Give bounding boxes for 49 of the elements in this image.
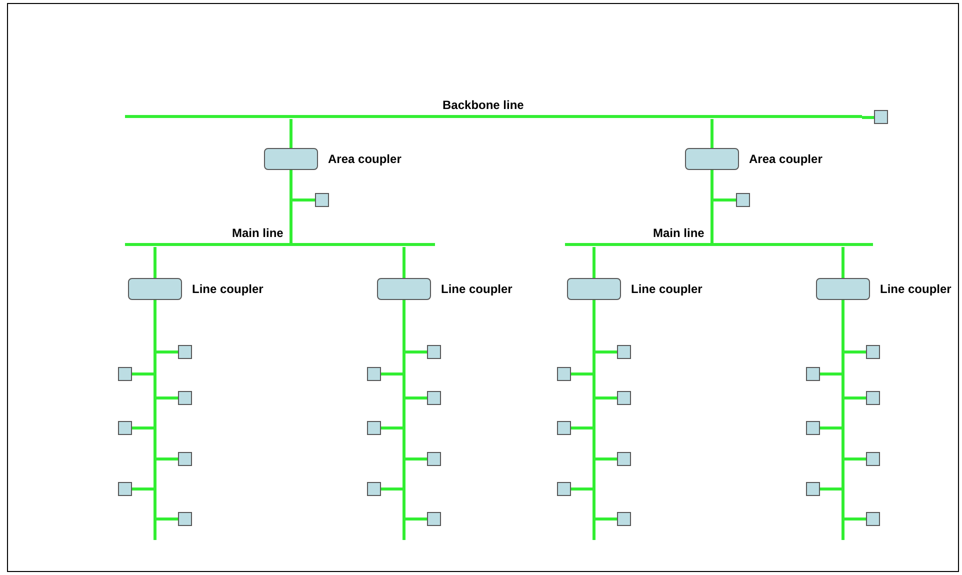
device-box [427, 512, 441, 526]
device-box [557, 482, 571, 496]
device-box [427, 391, 441, 405]
coupler-label: Area coupler [749, 152, 822, 166]
device-box [118, 482, 132, 496]
device-box [806, 367, 820, 381]
device-box [874, 110, 888, 124]
bus-connector [592, 247, 596, 278]
device-box [866, 512, 880, 526]
device-box [806, 482, 820, 496]
device-box [178, 391, 192, 405]
device-box [617, 512, 631, 526]
device-box [557, 367, 571, 381]
device-box [315, 193, 329, 207]
device-box [736, 193, 750, 207]
device-box [866, 452, 880, 466]
coupler-label: Area coupler [328, 152, 402, 166]
device-box [367, 482, 381, 496]
bus-connector [710, 198, 736, 244]
device-box [118, 421, 132, 435]
bus-connector [862, 116, 874, 119]
coupler-label: Line coupler [192, 282, 264, 296]
bus-connector [842, 247, 844, 278]
device-box [866, 391, 880, 405]
device-box [427, 345, 441, 359]
coupler-label: Line coupler [631, 282, 702, 296]
line-label: Main line [232, 226, 284, 240]
device-box [617, 452, 631, 466]
bus-connector [290, 119, 292, 148]
device-box [617, 345, 631, 359]
coupler-label: Line coupler [441, 282, 512, 296]
device-box [866, 345, 880, 359]
device-box [178, 512, 192, 526]
line-label: Backbone line [442, 98, 524, 112]
device-box [118, 367, 132, 381]
device-box [617, 391, 631, 405]
device-box [178, 345, 192, 359]
device-box [557, 421, 571, 435]
bus-connector [290, 198, 315, 244]
line-label: Main line [653, 226, 704, 240]
device-box [367, 421, 381, 435]
coupler-label: Line coupler [880, 282, 952, 296]
bus-connector [154, 247, 156, 278]
bus-connector [710, 119, 714, 148]
device-box [178, 452, 192, 466]
bus-connector [402, 247, 406, 278]
device-box [806, 421, 820, 435]
device-box [367, 367, 381, 381]
device-box [427, 452, 441, 466]
